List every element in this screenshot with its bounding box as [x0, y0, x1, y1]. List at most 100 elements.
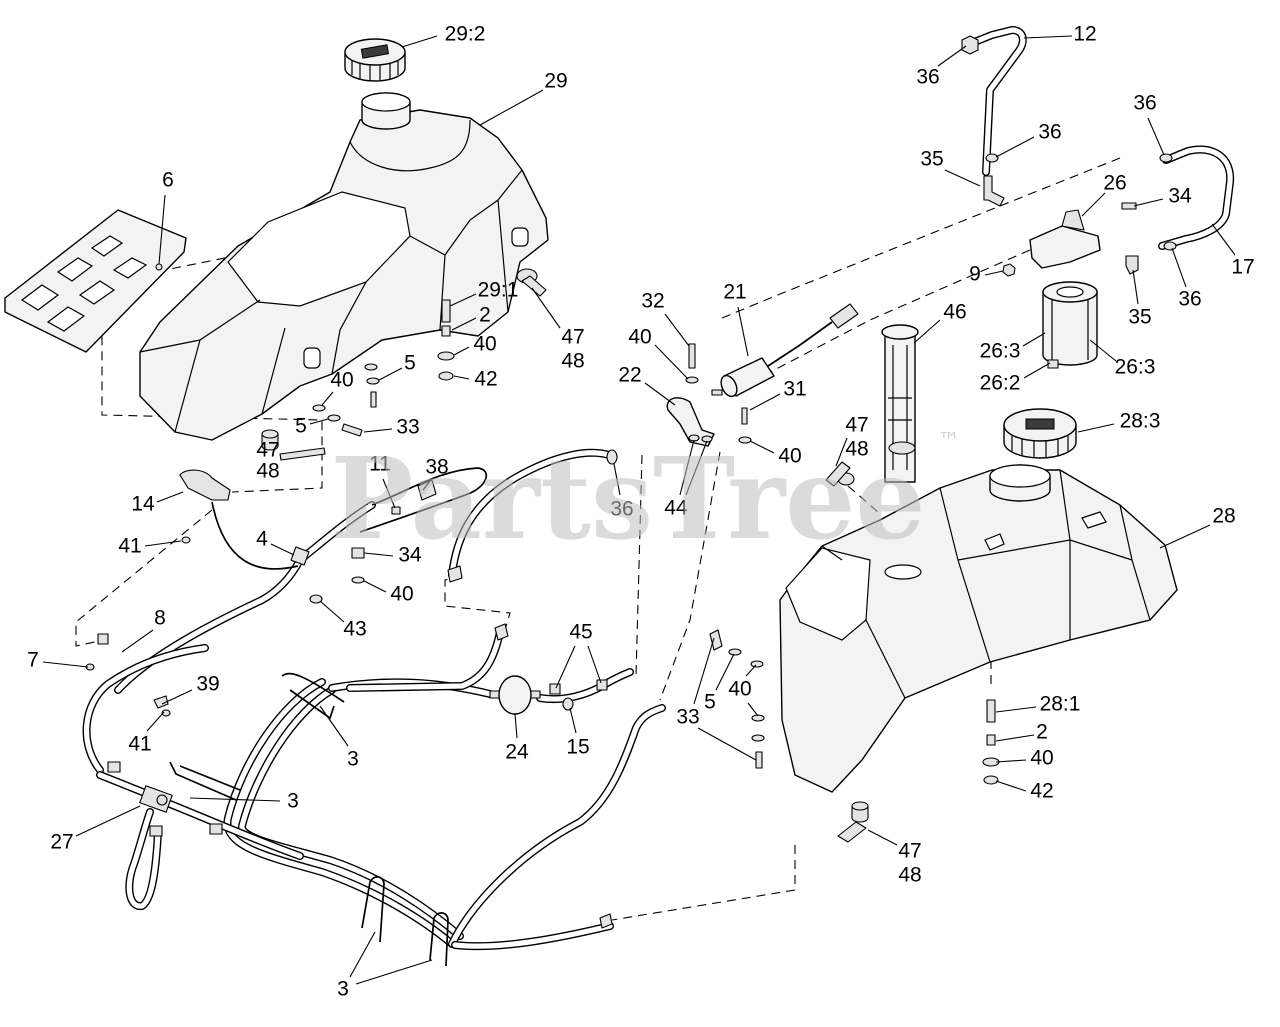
fuel-sender-tubes: [888, 345, 912, 470]
callout-3: 3: [337, 978, 349, 1001]
callout-28-1: 28:1: [1040, 693, 1081, 716]
nut: [438, 371, 454, 381]
leader-line-31: [749, 393, 781, 411]
hose-cap: [961, 35, 979, 55]
hose-clip: [281, 672, 345, 720]
tank-right-sender-port: [884, 564, 922, 580]
washer: [364, 363, 378, 371]
hose-clamp: [97, 633, 109, 645]
leader-line-36: [613, 463, 621, 496]
callout-40: 40: [473, 333, 496, 356]
leader-line-42: [453, 375, 470, 380]
leader-line-40: [654, 344, 689, 380]
fuel-sender-gasket: [888, 441, 916, 455]
hose-clip: [153, 695, 169, 709]
callout-48: 48: [256, 460, 279, 483]
callout-32: 32: [641, 290, 664, 313]
leader-line-24: [514, 713, 518, 739]
callout-5: 5: [404, 352, 416, 375]
leader-line-41: [146, 711, 165, 732]
callout-3: 3: [287, 790, 299, 813]
hose-bottom-pair-a: [224, 679, 455, 947]
washer: [312, 404, 326, 412]
callout-42: 42: [1030, 780, 1053, 803]
callout-34: 34: [398, 544, 422, 567]
callout-5: 5: [704, 691, 716, 714]
callout-39: 39: [196, 673, 219, 696]
spacer: [441, 325, 451, 337]
bolt: [351, 547, 365, 559]
callout-4: 4: [256, 528, 268, 551]
washer: [728, 648, 742, 656]
callout-47: 47: [561, 326, 584, 349]
fuel-cap-left-logo: [360, 44, 390, 59]
fuel-pump-end: [720, 374, 738, 398]
filter-canister: [1042, 291, 1098, 366]
callout-40: 40: [390, 583, 413, 606]
leader-line-2: [995, 734, 1035, 742]
leader-line-21: [737, 306, 749, 357]
leader-line-3: [355, 959, 433, 985]
callout-36: 36: [1133, 92, 1156, 115]
wire-loop: [359, 467, 488, 533]
leader-line-26: [1081, 192, 1106, 217]
watermark: PartsTree ™: [331, 429, 961, 565]
bolt: [688, 343, 696, 369]
fuel-pump-wire: [767, 321, 833, 367]
bolt: [370, 391, 377, 408]
guide-line: [735, 249, 1031, 391]
callout-26-2: 26:2: [980, 372, 1021, 395]
callout-34: 34: [1168, 185, 1192, 208]
callout-40: 40: [728, 678, 751, 701]
callout-36: 36: [1178, 288, 1201, 311]
leader-line-47: [531, 287, 561, 329]
leader-line-39: [161, 689, 193, 705]
leader-line-41: [144, 540, 182, 547]
leader-line-35: [944, 169, 981, 187]
guide-line: [721, 157, 1121, 319]
fuel-fitting: [837, 821, 867, 843]
bolt: [1121, 202, 1137, 210]
callout-2: 2: [1036, 721, 1048, 744]
hose-clip: [361, 876, 385, 943]
nut: [983, 775, 999, 785]
fuel-sender-body: [884, 329, 916, 483]
hose-fitting: [447, 565, 463, 583]
callout-47: 47: [845, 414, 868, 437]
leader-line-6: [158, 194, 166, 265]
hose-clips: [169, 672, 449, 967]
fuel-cap-left-grip: [351, 60, 399, 81]
callout-38: 38: [425, 456, 448, 479]
hose-clamp: [494, 623, 509, 641]
bolt: [755, 751, 763, 769]
leader-line-29: [479, 89, 544, 126]
leader-line-26-2: [1023, 362, 1051, 379]
assembly-guide-lines: [75, 157, 1121, 921]
washer: [750, 660, 764, 668]
hardware-left: [85, 268, 618, 929]
leader-line-22: [644, 382, 676, 406]
callout-6: 6: [162, 169, 174, 192]
watermark-text: PartsTree: [331, 434, 926, 565]
bolt: [709, 629, 723, 651]
guide-line: [444, 575, 511, 631]
nut: [181, 536, 191, 544]
callout-45: 45: [569, 621, 592, 644]
tank-left-filler-opening: [361, 92, 411, 112]
tank-right-filler-opening: [989, 464, 1051, 488]
leader-line-33: [693, 637, 715, 705]
callout-40: 40: [778, 445, 801, 468]
shut-off-valve: [139, 785, 173, 813]
hose-clamp: [596, 679, 608, 691]
leader-line-36: [995, 136, 1035, 158]
tank-left-edges: [139, 119, 523, 433]
fuel-tank-right: [779, 464, 1178, 793]
leader-line-40: [363, 580, 387, 593]
callout-8: 8: [154, 607, 166, 630]
callout-26-3: 26:3: [980, 340, 1021, 363]
washer: [351, 576, 365, 584]
callout-33: 33: [676, 706, 699, 729]
callout-43: 43: [343, 618, 366, 641]
filter-head-port: [1056, 286, 1084, 298]
hose-valve-feed: [97, 772, 303, 859]
